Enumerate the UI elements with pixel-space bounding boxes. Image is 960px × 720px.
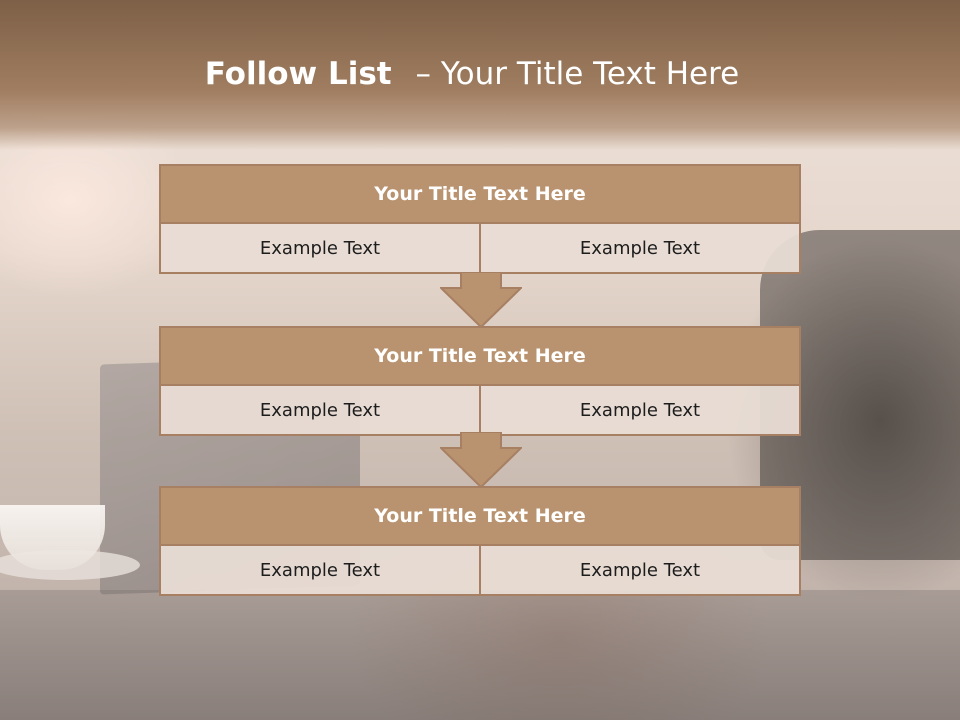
- table-image: [0, 590, 960, 720]
- slide-title: Follow List – Your Title Text Here: [0, 56, 944, 92]
- step-block-3: Your Title Text Here Example Text Exampl…: [159, 486, 801, 596]
- step-title: Your Title Text Here: [161, 328, 799, 386]
- step-cell-right: Example Text: [479, 546, 799, 594]
- cup-image: [0, 505, 105, 570]
- step-cells: Example Text Example Text: [161, 224, 799, 272]
- slide-title-bold: Follow List: [204, 56, 392, 92]
- step-cell-right: Example Text: [479, 224, 799, 272]
- step-block-2: Your Title Text Here Example Text Exampl…: [159, 326, 801, 436]
- step-cell-right: Example Text: [479, 386, 799, 434]
- step-cell-left: Example Text: [161, 386, 479, 434]
- step-cells: Example Text Example Text: [161, 546, 799, 594]
- header-band: [0, 0, 960, 150]
- slide-title-rest: – Your Title Text Here: [415, 56, 740, 92]
- step-cell-left: Example Text: [161, 546, 479, 594]
- step-cell-left: Example Text: [161, 224, 479, 272]
- step-title: Your Title Text Here: [161, 166, 799, 224]
- down-arrow-icon: [440, 272, 522, 328]
- step-cells: Example Text Example Text: [161, 386, 799, 434]
- down-arrow-icon: [440, 432, 522, 488]
- step-title: Your Title Text Here: [161, 488, 799, 546]
- step-block-1: Your Title Text Here Example Text Exampl…: [159, 164, 801, 274]
